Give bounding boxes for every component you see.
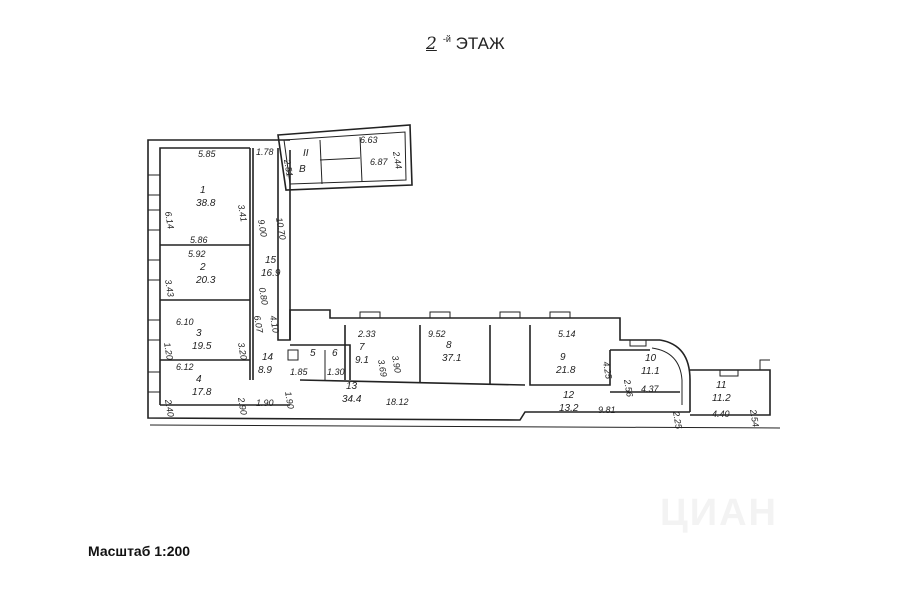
room-area: 17.8 <box>192 387 212 398</box>
room-number: 1 <box>200 185 206 196</box>
room-number: 15 <box>265 255 277 266</box>
room-labels: 1 38.8 2 20.3 3 19.5 4 17.8 5 6 7 9.1 8 37.1 9 21.8 10 11… <box>192 185 731 414</box>
dimension-label: 3.41 <box>236 204 249 223</box>
dimension-label: 3.69 <box>376 359 389 378</box>
dimension-label: 2.90 <box>236 396 249 416</box>
room-area: 16.9 <box>261 268 281 279</box>
dimension-label: 6.12 <box>176 362 194 372</box>
dimension-label: 6.14 <box>163 211 176 230</box>
room-area: 37.1 <box>442 353 461 364</box>
dimension-label: 0.80 <box>257 287 270 306</box>
room-area: 13.2 <box>559 403 579 414</box>
room-number: 11 <box>716 380 726 391</box>
dimension-label: 2.40 <box>163 398 176 418</box>
room-number: 13 <box>346 381 358 392</box>
room-area: 8.9 <box>258 365 272 376</box>
floor-suffix: -й <box>442 34 451 44</box>
room-number: 8 <box>446 340 452 351</box>
dimension-label: 3.90 <box>390 355 403 374</box>
dimension-label: 2.33 <box>357 329 376 339</box>
dimension-label: 2.56 <box>622 378 635 398</box>
room-area: 21.8 <box>555 365 576 376</box>
room-number: 6 <box>332 348 338 359</box>
room-number: 14 <box>262 352 274 363</box>
dimension-label: 10.70 <box>274 217 288 241</box>
dimension-label: 9.00 <box>256 219 269 238</box>
walls <box>147 124 781 429</box>
stair-number: II <box>303 148 309 159</box>
room-area: 9.1 <box>355 355 369 366</box>
dimension-label: 2.54 <box>748 408 761 428</box>
dimension-label: 6.63 <box>360 135 378 145</box>
dimension-label: 1.90 <box>256 398 274 408</box>
dimension-label: 1.90 <box>283 391 296 410</box>
room-number: 7 <box>359 342 365 353</box>
floor-number: 2 <box>426 34 437 54</box>
room-number: 9 <box>560 352 566 363</box>
dimension-label: 5.92 <box>188 249 206 259</box>
room-area: 34.4 <box>342 394 362 405</box>
room-number: 12 <box>563 390 575 401</box>
stair-labels: II В <box>299 148 309 175</box>
dimension-label: 5.86 <box>190 235 208 245</box>
dimension-label: 1.85 <box>290 367 309 377</box>
dimension-label: 3.43 <box>163 279 176 298</box>
windows <box>147 174 739 393</box>
dimension-label: 1.78 <box>256 147 274 157</box>
floor-word: ЭТАЖ <box>455 34 505 53</box>
dimension-label: 9.81 <box>598 405 616 415</box>
dimension-label: 5.85 <box>198 149 217 159</box>
stair-letter: В <box>299 164 306 175</box>
dimension-label: 6.07 <box>252 315 265 335</box>
room-area: 11.2 <box>712 393 731 404</box>
dimension-label: 2.51 <box>282 158 295 178</box>
dimension-label: 4.10 <box>268 315 281 334</box>
dimension-label: 6.87 <box>370 157 389 167</box>
dimension-label: 4.40 <box>712 409 730 419</box>
dimension-label: 5.14 <box>558 329 576 339</box>
dimension-label: 9.52 <box>428 329 446 339</box>
watermark-logo: ЦИАН <box>660 492 778 534</box>
room-area: 11.1 <box>641 366 660 377</box>
room-number: 3 <box>196 328 202 339</box>
dimension-label: 4.25 <box>601 361 614 381</box>
room-number: 2 <box>199 262 206 273</box>
dimension-label: 4.37 <box>641 384 660 394</box>
room-area: 20.3 <box>195 275 216 286</box>
dimension-label: 1.30 <box>327 367 345 377</box>
dimension-label: 2.25 <box>671 410 684 431</box>
scale-label: Масштаб 1:200 <box>88 543 191 559</box>
room-number: 4 <box>196 374 202 385</box>
dimension-label: 6.10 <box>176 317 194 327</box>
room-number: 10 <box>645 353 657 364</box>
dimension-label: 3.20 <box>236 342 249 361</box>
room-area: 19.5 <box>192 341 212 352</box>
floor-title: 2 -й ЭТАЖ <box>426 34 505 54</box>
room-number: 5 <box>310 348 316 359</box>
dimension-labels: 5.85 1.78 2.51 6.63 2.446.87 6.14 3.41 9.00 10.7… <box>162 135 761 431</box>
dimension-label: 18.12 <box>386 397 409 407</box>
room-area: 38.8 <box>196 198 216 209</box>
dimension-label: 1.20 <box>162 342 175 361</box>
dimension-label: 2.44 <box>391 150 404 170</box>
